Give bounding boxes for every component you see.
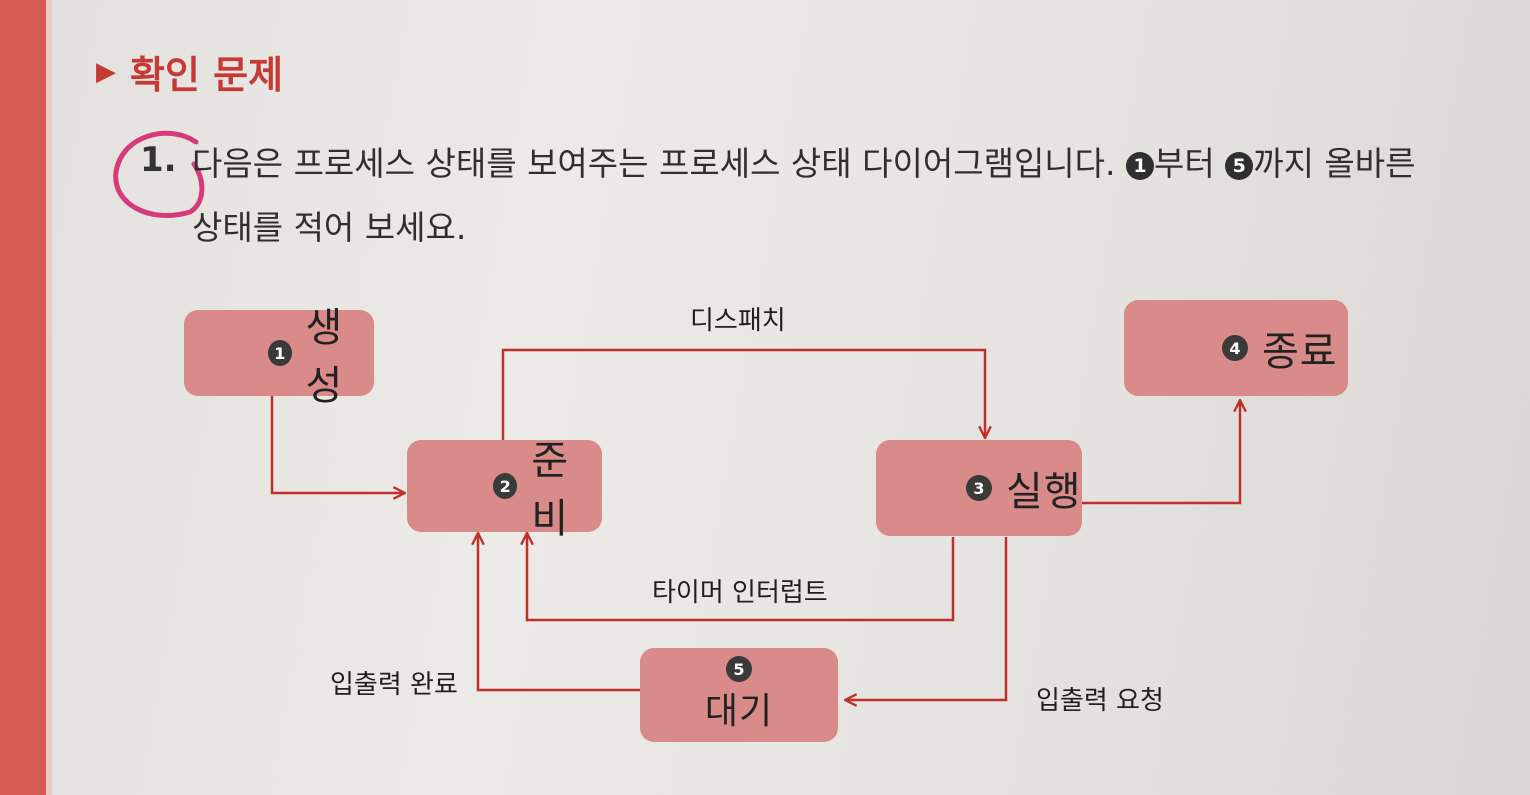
arrow-io-complete <box>478 533 640 692</box>
question-text-line2: 상태를 적어 보세요. <box>192 208 467 247</box>
triangle-marker-icon: ▶ <box>96 56 116 87</box>
state-answer: 종료 <box>1262 329 1338 375</box>
state-box-new: 1 생성 <box>184 305 374 409</box>
edge-label-dispatch: 디스패치 <box>690 306 786 336</box>
state-number-badge: 4 <box>1222 335 1248 361</box>
state-answer: 준비 <box>531 438 570 542</box>
arrow-run-to-exit <box>1082 400 1240 505</box>
arrow-io-request <box>845 537 1008 700</box>
state-number-badge: 5 <box>726 656 752 682</box>
question-text-part2: 부터 <box>1154 144 1226 183</box>
edge-label-io-request: 입출력 요청 <box>1036 686 1164 716</box>
start-number-badge: 1 <box>1126 152 1154 180</box>
state-number-badge: 1 <box>268 340 292 366</box>
section-title: 확인 문제 <box>130 53 284 97</box>
state-answer: 대기 <box>704 691 774 732</box>
section-heading: ▶ 확인 문제 <box>96 44 283 99</box>
question-text-part1: 다음은 프로세스 상태를 보여주는 프로세스 상태 다이어그램입니다. <box>192 144 1126 183</box>
page-margin-bar <box>0 0 52 795</box>
state-number-badge: 2 <box>493 473 518 499</box>
edge-label-timer-interrupt: 타이머 인터럽트 <box>652 578 828 608</box>
state-box-exit: 4 종료 <box>1124 300 1348 396</box>
end-number-badge: 5 <box>1225 152 1254 180</box>
handwritten-circle-mark <box>113 130 205 218</box>
state-box-ready: 2 준비 <box>407 438 602 542</box>
arrow-timer-interrupt <box>527 533 955 622</box>
question-text-part3: 까지 올바른 <box>1253 144 1416 183</box>
state-number-badge: 3 <box>966 475 992 501</box>
question-number: 1. <box>140 140 177 180</box>
state-box-waiting: 5 대기 <box>640 648 838 742</box>
edge-label-io-complete: 입출력 완료 <box>330 670 458 700</box>
arrow-dispatch <box>501 348 985 440</box>
state-answer: 실행 <box>1006 469 1082 515</box>
state-answer: 생성 <box>305 305 344 409</box>
state-box-running: 3 실행 <box>876 440 1082 536</box>
arrow-new-to-ready <box>270 396 405 493</box>
